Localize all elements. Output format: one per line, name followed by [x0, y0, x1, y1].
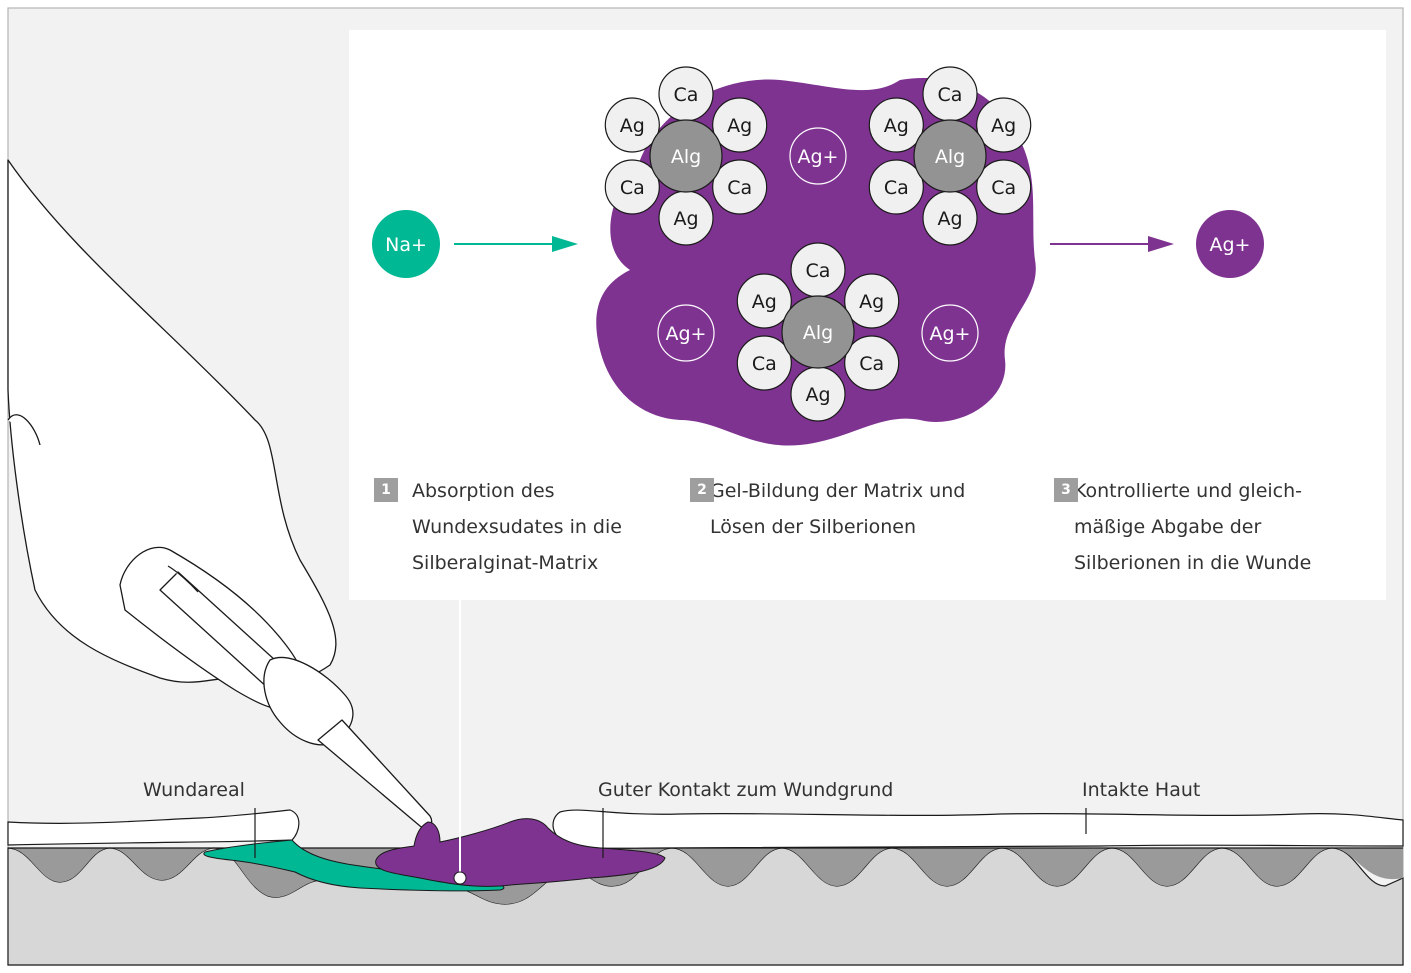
alginate-center-label: Alg: [671, 146, 701, 168]
calcium-atom: [976, 159, 1032, 215]
calcium-atom-label: Ca: [674, 84, 699, 106]
silver-atom: [712, 97, 768, 153]
sodium-ion-label: Na+: [385, 234, 427, 256]
step-1-line-2: Wundexsudates in die: [412, 516, 622, 538]
outflow-arrow-head: [1148, 236, 1174, 252]
silver-atom: [736, 273, 792, 329]
skin-right: [552, 809, 1404, 849]
alginate-center: [781, 295, 855, 369]
silver-atom-label: Ag: [859, 291, 884, 313]
hand-with-applicator-illustration: [7, 159, 433, 829]
step-2-line-1: Gel-Bildung der Matrix und: [710, 480, 966, 502]
calcium-atom-label: Ca: [884, 177, 909, 199]
alginate-center: [913, 119, 987, 193]
silver-atom-label: Ag: [752, 291, 777, 313]
calcium-atom-label: Ca: [620, 177, 645, 199]
calcium-atom: [712, 159, 768, 215]
step-1-number: 1: [374, 477, 398, 502]
alginate-center-label: Alg: [803, 322, 833, 344]
calcium-atom-label: Ca: [859, 353, 884, 375]
calcium-atom: [868, 159, 924, 215]
step-1-line-1: Absorption des: [412, 480, 555, 502]
silver-atom-label: Ag: [805, 384, 830, 406]
silver-atom: [976, 97, 1032, 153]
step-2-number: 2: [690, 477, 714, 502]
dermis-layer: [8, 848, 1403, 904]
step-3-line-3: Silberionen in die Wunde: [1074, 552, 1312, 574]
step-2-line-2: Lösen der Silberionen: [710, 516, 917, 538]
silver-atom: [844, 273, 900, 329]
silver-atom-label: Ag: [727, 115, 752, 137]
silver-atom-label: Ag: [620, 115, 645, 137]
free-silver-ion-label: Ag+: [798, 146, 839, 168]
silver-atom-label: Ag: [884, 115, 909, 137]
atoms-layer: CaAgCaAgCaAgAlgCaAgCaAgCaAgAlgCaAgCaAgCa…: [604, 66, 1032, 422]
step-3-number: 3: [1054, 477, 1078, 502]
label-good-contact: Guter Kontakt zum Wundgrund: [598, 779, 893, 801]
step-1-line-3: Silberalginat-Matrix: [412, 552, 599, 574]
sodium-ion-circle: [372, 210, 440, 278]
free-silver-ion: [657, 304, 715, 362]
calcium-atom-label: Ca: [752, 353, 777, 375]
free-silver-ion: [789, 127, 847, 185]
silver-atom: [604, 97, 660, 153]
skin-left: [7, 809, 300, 846]
step-3-line-2: mäßige Abgabe der: [1074, 516, 1262, 538]
alginate-center: [649, 119, 723, 193]
silver-atom-label: Ag: [673, 208, 698, 230]
calcium-atom: [736, 335, 792, 391]
panel-pointer-dot: [453, 871, 467, 885]
silver-ion-circle: [1196, 210, 1264, 278]
alginate-center-label: Alg: [935, 146, 965, 168]
free-silver-ion: [921, 304, 979, 362]
calcium-atom-label: Ca: [727, 177, 752, 199]
label-wound-area: Wundareal: [143, 779, 245, 801]
silver-atom-label: Ag: [937, 208, 962, 230]
step-3-line-1: Kontrollierte und gleich-: [1074, 480, 1302, 502]
silver-ion-label: Ag+: [1210, 234, 1251, 256]
calcium-atom: [604, 159, 660, 215]
silver-alginate-gel: [375, 818, 666, 887]
inflow-arrow-head: [552, 236, 578, 252]
free-silver-ion-label: Ag+: [666, 323, 707, 345]
silver-atom: [868, 97, 924, 153]
silver-atom-label: Ag: [991, 115, 1016, 137]
label-intact-skin: Intakte Haut: [1082, 779, 1200, 801]
calcium-atom-label: Ca: [806, 260, 831, 282]
calcium-atom: [844, 335, 900, 391]
calcium-atom-label: Ca: [991, 177, 1016, 199]
calcium-atom-label: Ca: [938, 84, 963, 106]
free-silver-ion-label: Ag+: [930, 323, 971, 345]
